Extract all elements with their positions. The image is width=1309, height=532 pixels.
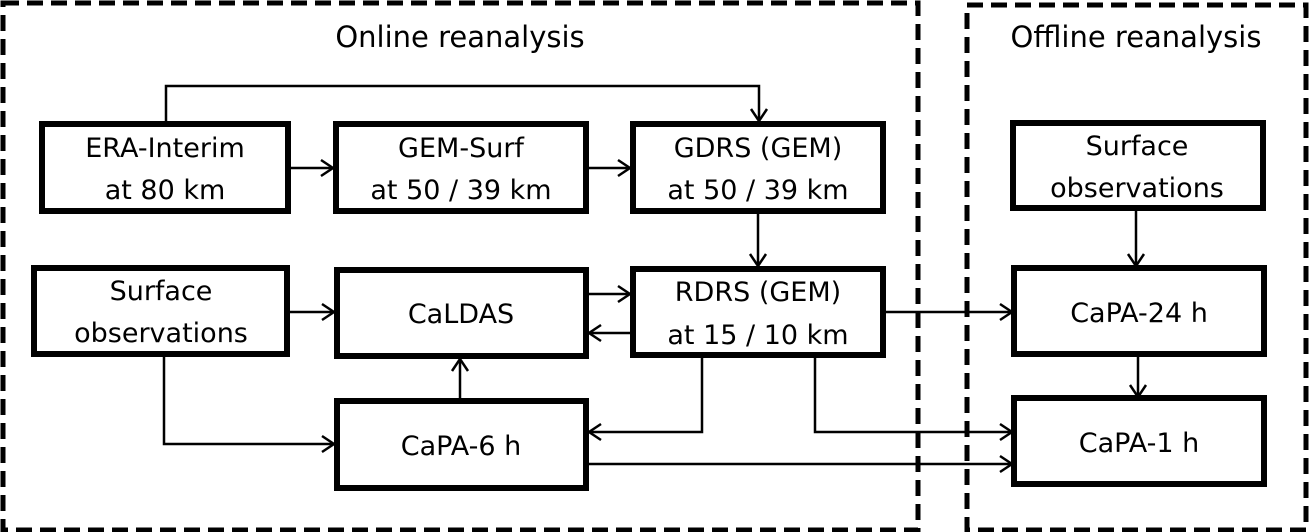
edge-capa-6h-to-capa-1h	[587, 454, 1015, 474]
edge-gem-surf-to-gdrs	[586, 158, 633, 178]
node-gem-surf: GEM-Surf at 50 / 39 km	[333, 121, 589, 214]
node-label-line2: at 50 / 39 km	[370, 175, 551, 206]
edge-caldas-to-rdrs	[587, 284, 633, 304]
edge-surface-obs-to-capa-6h	[162, 356, 337, 454]
group-offline-frame	[964, 2, 1309, 532]
group-online: Online reanalysis	[0, 0, 921, 532]
group-online-frame	[0, 0, 921, 532]
node-box	[630, 266, 886, 358]
edges	[162, 84, 1148, 474]
node-label-line1: CaPA-1 h	[1079, 428, 1199, 459]
node-gdrs: GDRS (GEM) at 50 / 39 km	[630, 121, 886, 214]
node-label-line1: CaPA-6 h	[401, 431, 521, 462]
node-rdrs: RDRS (GEM) at 15 / 10 km	[630, 266, 886, 358]
node-box	[31, 265, 290, 357]
node-label-line1: GEM-Surf	[398, 133, 525, 164]
node-label-line1: RDRS (GEM)	[675, 277, 841, 308]
node-box	[1010, 120, 1266, 211]
edge-capa-6h-to-caldas	[450, 356, 470, 400]
node-box	[630, 121, 886, 214]
edge-surface-obs-offline-to-capa-24h	[1126, 209, 1146, 269]
edge-line	[162, 356, 334, 446]
node-box	[1011, 265, 1267, 357]
edge-rdrs-to-capa-6h	[586, 356, 704, 442]
group-offline: Offline reanalysis	[964, 2, 1309, 532]
node-label-line2: at 50 / 39 km	[667, 175, 848, 206]
node-box	[334, 398, 589, 491]
edge-capa-24h-to-capa-1h	[1128, 356, 1148, 400]
node-capa-1h: CaPA-1 h	[1011, 395, 1267, 487]
node-label-line2: observations	[74, 318, 248, 349]
node-label-line2: at 80 km	[105, 175, 226, 206]
nodes: ERA-Interim at 80 km GEM-Surf at 50 / 39…	[31, 120, 1267, 491]
node-box	[39, 121, 291, 214]
node-box	[334, 267, 589, 359]
edge-era-interim-to-gem-surf	[289, 158, 336, 178]
node-label-line1: Surface	[110, 276, 213, 307]
node-label-line1: CaLDAS	[408, 299, 514, 330]
node-surface-observations-offline: Surface observations	[1010, 120, 1266, 211]
edge-gdrs-to-rdrs	[748, 213, 768, 269]
node-label-line1: CaPA-24 h	[1070, 298, 1208, 329]
edge-line	[813, 356, 1012, 434]
node-surface-observations-online: Surface observations	[31, 265, 290, 357]
edge-era-interim-to-gdrs	[164, 84, 769, 124]
node-capa-6h: CaPA-6 h	[334, 398, 589, 491]
node-box	[1011, 395, 1267, 487]
edge-line	[164, 84, 761, 123]
node-label-line2: observations	[1050, 173, 1224, 204]
node-box	[333, 121, 589, 214]
node-era-interim: ERA-Interim at 80 km	[39, 121, 291, 214]
node-label-line1: GDRS (GEM)	[674, 133, 843, 164]
edge-surface-obs-to-caldas	[289, 302, 337, 322]
group-online-title: Online reanalysis	[335, 20, 584, 54]
edge-rdrs-to-capa-1h	[813, 356, 1015, 442]
node-label-line1: Surface	[1086, 131, 1189, 162]
group-offline-title: Offline reanalysis	[1011, 20, 1262, 54]
edge-line	[589, 356, 704, 434]
node-caldas: CaLDAS	[334, 267, 589, 359]
node-label-line1: ERA-Interim	[85, 133, 245, 164]
node-capa-24h: CaPA-24 h	[1011, 265, 1267, 357]
node-label-line2: at 15 / 10 km	[667, 320, 848, 351]
edge-rdrs-to-capa-24h	[884, 302, 1015, 322]
edge-rdrs-to-caldas	[586, 323, 630, 343]
